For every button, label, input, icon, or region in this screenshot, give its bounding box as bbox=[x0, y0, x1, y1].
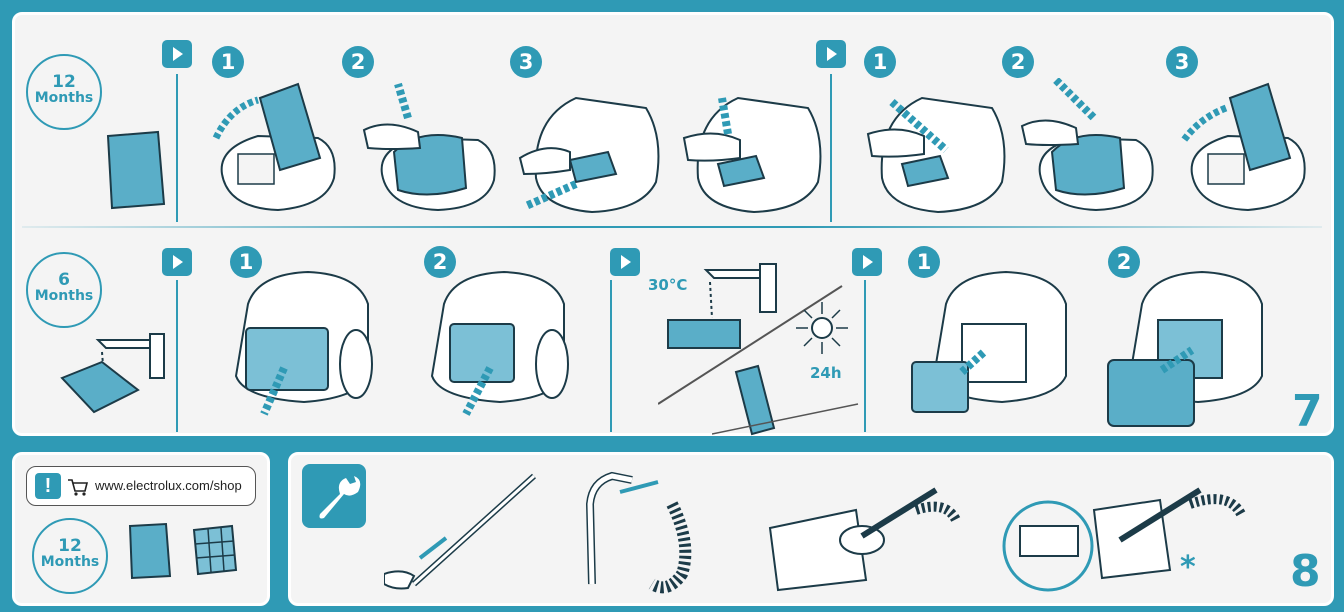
divider bbox=[864, 280, 866, 432]
row-divider bbox=[22, 226, 1322, 228]
close-lid-illustration bbox=[1181, 82, 1306, 212]
sun-icon bbox=[796, 302, 848, 354]
divider bbox=[176, 280, 178, 432]
step-badge: 1 bbox=[212, 46, 244, 78]
interval-number: 6 bbox=[58, 270, 70, 290]
divider bbox=[610, 280, 612, 432]
insert-filter-illustration bbox=[866, 96, 1006, 214]
spare-filter-sheet-illustration bbox=[128, 522, 172, 580]
pull-filter-illustration bbox=[518, 96, 660, 214]
shop-link-box[interactable]: ! www.electrolux.com/shop bbox=[26, 466, 256, 506]
interval-number: 12 bbox=[52, 72, 76, 92]
telescopic-tube-illustration bbox=[384, 473, 537, 590]
step-badge: 1 bbox=[908, 246, 940, 278]
insert-hepa-illustration bbox=[911, 270, 1067, 413]
alert-icon: ! bbox=[35, 473, 61, 499]
page-number: 7 bbox=[1292, 386, 1323, 437]
step-badge: 3 bbox=[510, 46, 542, 78]
hose-handle-illustration bbox=[585, 471, 692, 594]
wrench-icon bbox=[302, 464, 366, 528]
step-badge: 2 bbox=[342, 46, 374, 78]
play-arrow-icon bbox=[816, 40, 846, 68]
remove-bag-illustration bbox=[362, 82, 496, 212]
interval-12-months-badge: 12 Months bbox=[26, 54, 102, 130]
step-badge: 2 bbox=[424, 246, 456, 278]
drying-filter-illustration bbox=[712, 364, 859, 436]
page-7-panel: 12 Months 1 2 3 1 2 3 bbox=[10, 10, 1336, 438]
vacuum-hepa-open-illustration bbox=[430, 270, 569, 416]
interval-12-months-badge: 12 Months bbox=[32, 518, 108, 594]
page-number: 8 bbox=[1290, 546, 1321, 597]
interval-unit: Months bbox=[34, 288, 94, 304]
play-arrow-icon bbox=[162, 248, 192, 276]
nozzle-cleaning-illustration bbox=[1002, 487, 1247, 592]
vacuum-open-lid-illustration bbox=[212, 82, 336, 212]
dry-time-label: 24h bbox=[810, 364, 842, 382]
play-arrow-icon bbox=[852, 248, 882, 276]
shop-url[interactable]: www.electrolux.com/shop bbox=[95, 478, 242, 493]
interval-unit: Months bbox=[40, 554, 100, 570]
divider bbox=[176, 74, 178, 222]
interval-6-months-badge: 6 Months bbox=[26, 252, 102, 328]
step-badge: 2 bbox=[1002, 46, 1034, 78]
step-badge: 3 bbox=[1166, 46, 1198, 78]
asterisk-note-marker: * bbox=[1180, 550, 1196, 585]
step-badge: 1 bbox=[230, 246, 262, 278]
cart-icon bbox=[68, 479, 89, 496]
tap-rinse-filter-illustration bbox=[60, 333, 165, 414]
step-badge: 1 bbox=[864, 46, 896, 78]
divider bbox=[830, 74, 832, 222]
wash-filter-illustration bbox=[658, 263, 843, 405]
wash-temperature-label: 30°C bbox=[648, 276, 688, 294]
interval-number: 12 bbox=[58, 536, 82, 556]
interval-unit: Months bbox=[34, 90, 94, 106]
play-arrow-icon bbox=[610, 248, 640, 276]
insert-bag-illustration bbox=[1020, 78, 1154, 212]
vacuum-rear-open-illustration bbox=[234, 270, 373, 416]
attach-grille-illustration bbox=[1107, 270, 1263, 427]
floor-nozzle-illustration bbox=[768, 487, 961, 592]
filter-sheet-illustration bbox=[106, 130, 166, 210]
step-badge: 2 bbox=[1108, 246, 1140, 278]
spare-hepa-filter-illustration bbox=[192, 524, 238, 576]
lift-filter-illustration bbox=[682, 96, 822, 214]
play-arrow-icon bbox=[162, 40, 192, 68]
